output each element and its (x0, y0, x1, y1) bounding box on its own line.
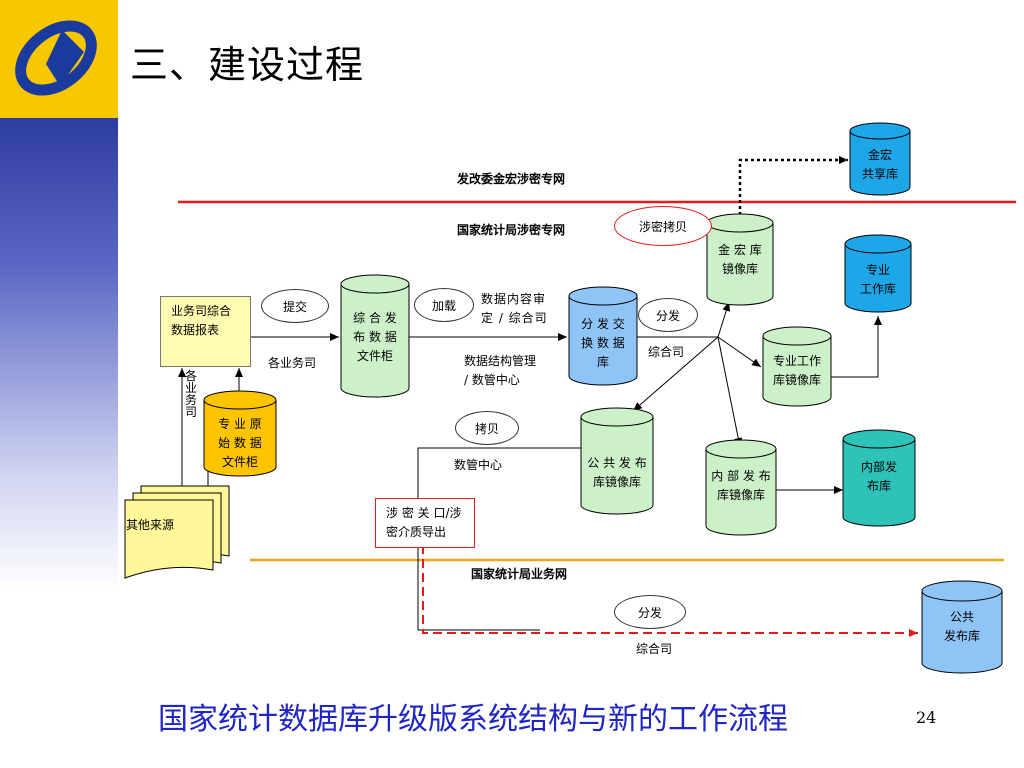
other-sources-doc-icon (124, 485, 230, 579)
comprehensive-label-1: 综合司 (648, 345, 685, 359)
each-dept-label: 各业务司 (268, 356, 317, 370)
copy-oval: 拷贝 (455, 411, 519, 445)
content-review-label: 数据内容审 定 / 综合司 (481, 292, 548, 325)
distribute-oval-2: 分发 (614, 595, 686, 629)
load-oval: 加载 (414, 288, 474, 322)
slide-caption: 国家统计数据库升级版系统结构与新的工作流程 (158, 702, 788, 737)
distribution-exchange-db (568, 286, 638, 386)
ndrc-network-label: 发改委金宏涉密专网 (457, 172, 566, 186)
jinhong-shared-db (849, 122, 911, 196)
raw-cabinet-db (203, 390, 277, 477)
arrow-hub-to-internal (717, 336, 743, 448)
gateway-box: 涉 密 关 口/涉 密介质导出 (375, 498, 475, 548)
distribute-oval-1: 分发 (638, 298, 698, 332)
distribution-exchange-label: 分 发 交 换 数 据 库 (581, 317, 625, 369)
report-box: 业务司综合 数据报表 (160, 296, 251, 367)
release-cabinet-label: 综 合 发 布 数 据 文件柜 (353, 311, 397, 363)
page-number: 24 (916, 708, 937, 727)
raw-cabinet-label: 专 业 原 始 数 据 文件柜 (218, 417, 262, 469)
struct-mgmt-label: 数据结构管理 / 数管中心 (464, 354, 537, 387)
data-center-label: 数管中心 (454, 458, 503, 472)
arrow-special-to-work (831, 316, 882, 378)
jinhong-mirror-db (706, 213, 774, 306)
logo-icon (15, 20, 97, 96)
page-title: 三、建设过程 (130, 43, 365, 87)
public-mirror-label: 公 共 发 布 库镜像库 (587, 456, 647, 489)
arrow-gateway-to-public-release (422, 545, 918, 637)
jinhong-mirror-label: 金 宏 库 镜像库 (718, 243, 762, 276)
secret-copy-oval: 涉密拷贝 (614, 206, 712, 246)
nbs-secret-network-label: 国家统计局涉密专网 (457, 223, 566, 237)
special-work-mirror-label: 专业工作 库镜像库 (772, 354, 821, 387)
jinhong-shared-label: 金宏 共享库 (861, 148, 898, 181)
submit-oval: 提交 (261, 289, 329, 323)
public-mirror-db (580, 407, 654, 515)
special-work-mirror-db (762, 326, 832, 407)
public-release-label: 公共 发布库 (943, 610, 980, 643)
internal-mirror-db (705, 439, 777, 536)
comprehensive-label-2: 综合司 (636, 642, 673, 656)
internal-mirror-label: 内 部 发 布 库镜像库 (711, 469, 771, 502)
arrow-jinhong-to-shared (738, 156, 848, 221)
public-release-db (921, 580, 1003, 674)
internal-release-db (842, 429, 916, 527)
release-cabinet-db (340, 274, 410, 398)
internal-release-label: 内部发 布库 (860, 460, 897, 493)
special-work-db (844, 234, 912, 313)
logo (0, 0, 118, 118)
special-work-label: 专业 工作库 (859, 263, 896, 296)
other-sources-label: 其他来源 (126, 518, 175, 532)
arrow-hub-to-jinhong (717, 301, 731, 338)
nbs-business-network-label: 国家统计局业务网 (471, 567, 568, 581)
arrow-hub-to-special (717, 336, 762, 368)
arrow-hub-to-public (632, 336, 719, 412)
each-dept-vertical-label: 各业务司 (185, 369, 198, 419)
